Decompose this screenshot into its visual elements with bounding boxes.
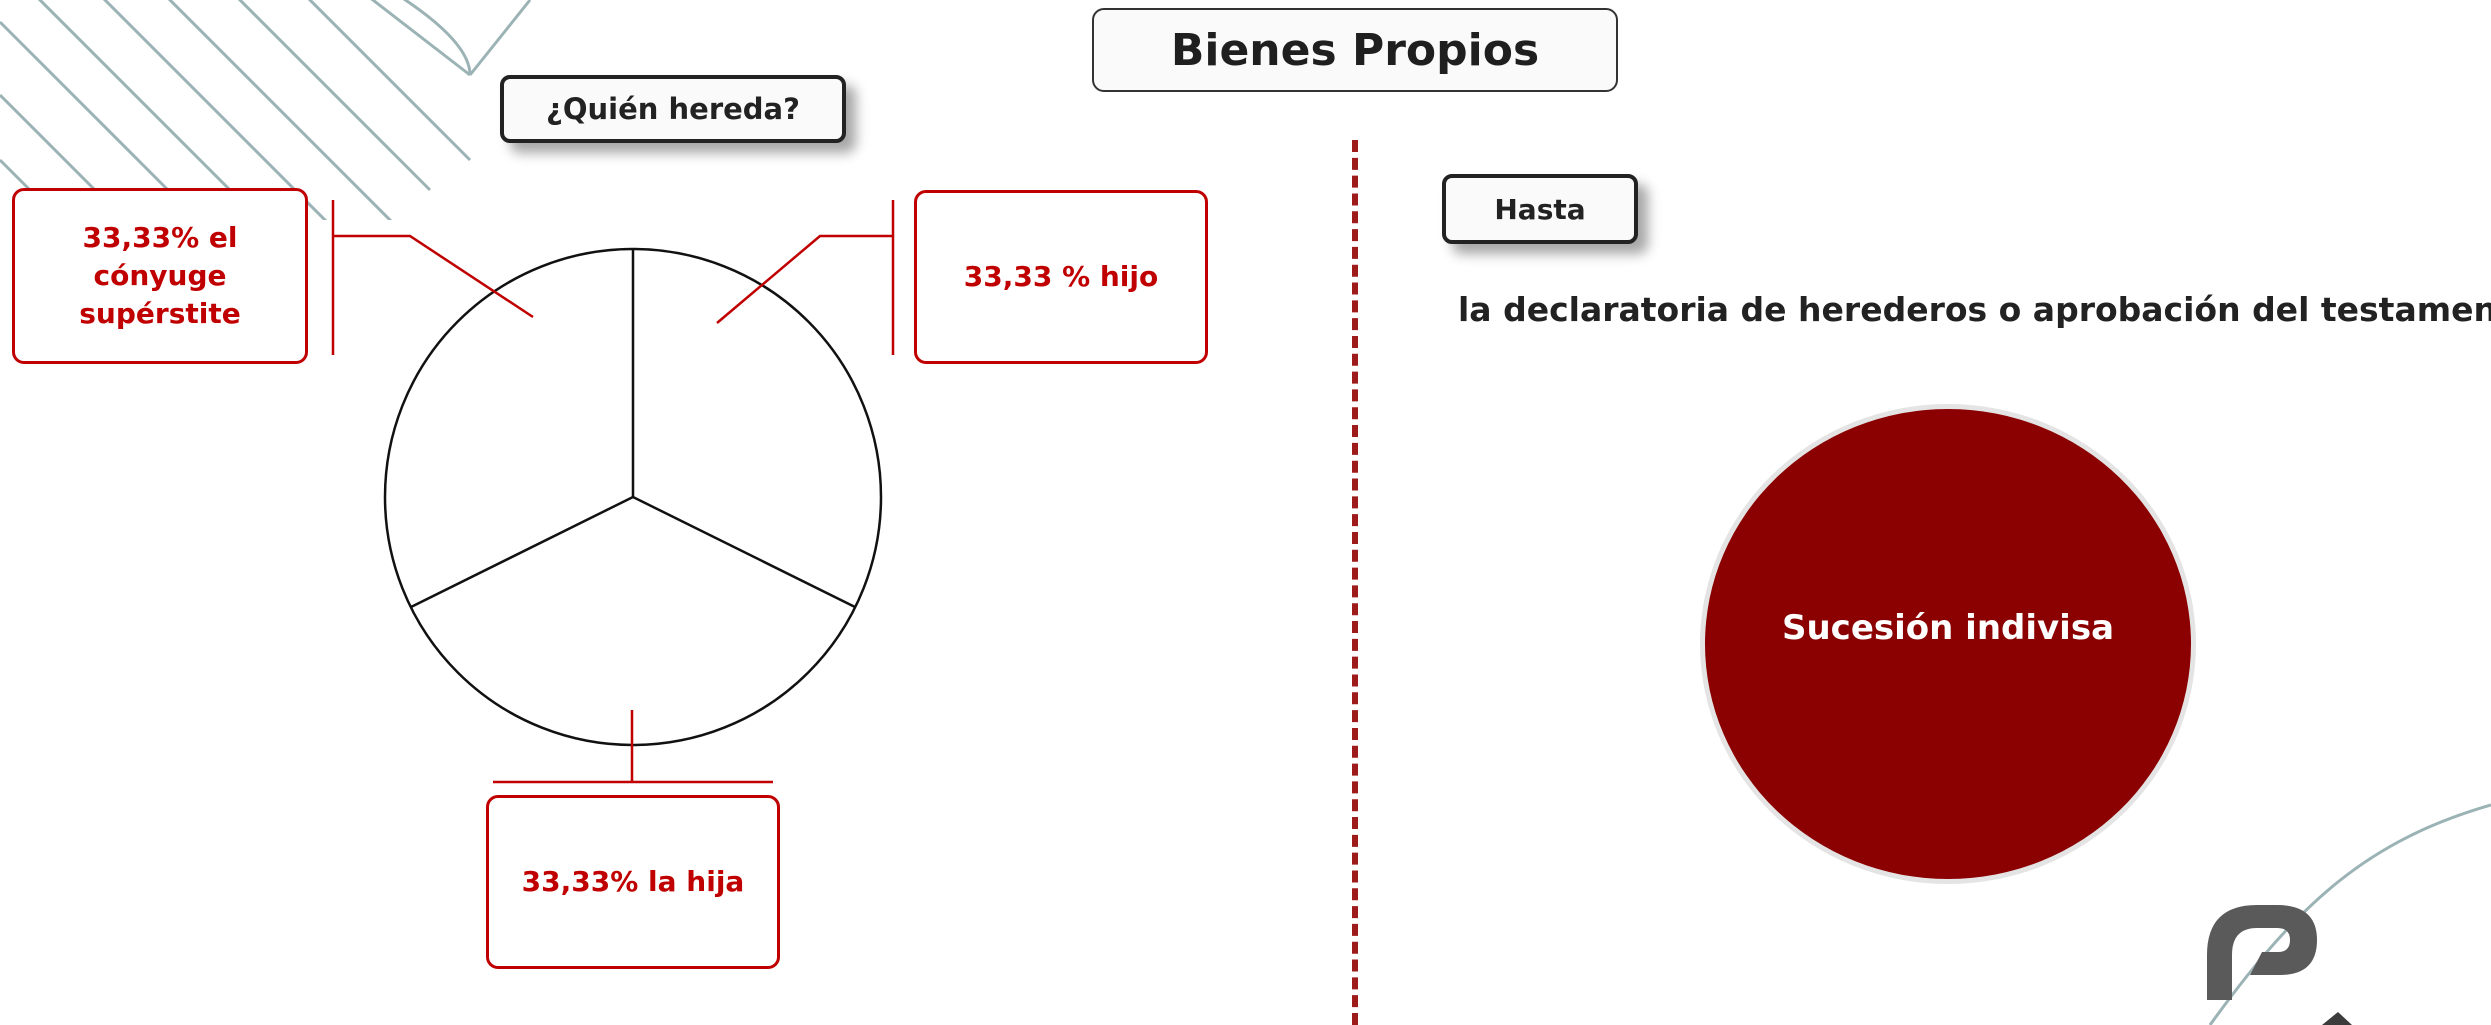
undivided-succession-circle: Sucesión indivisa bbox=[1700, 404, 2196, 884]
declaration-text: la declaratoria de herederos o aprobació… bbox=[1458, 290, 2491, 329]
share-label-daughter: 33,33% la hija bbox=[486, 795, 780, 969]
share-label-spouse: 33,33% el cónyuge supérstite bbox=[12, 188, 308, 364]
inheritance-pie-chart bbox=[331, 200, 895, 784]
share-label-son: 33,33 % hijo bbox=[914, 190, 1208, 364]
section-divider bbox=[1352, 140, 1358, 1025]
who-inherits-label: ¿Quién hereda? bbox=[500, 75, 846, 143]
callout-connector-spouse bbox=[331, 200, 534, 355]
pie-slice-divider-left bbox=[410, 495, 634, 609]
background-stripes bbox=[0, 0, 532, 220]
pie-slice-divider-right bbox=[632, 495, 856, 609]
page-title: Bienes Propios bbox=[1092, 8, 1618, 92]
callout-connector-son bbox=[716, 200, 895, 355]
until-label: Hasta bbox=[1442, 174, 1638, 244]
callout-connector-daughter bbox=[493, 710, 773, 784]
